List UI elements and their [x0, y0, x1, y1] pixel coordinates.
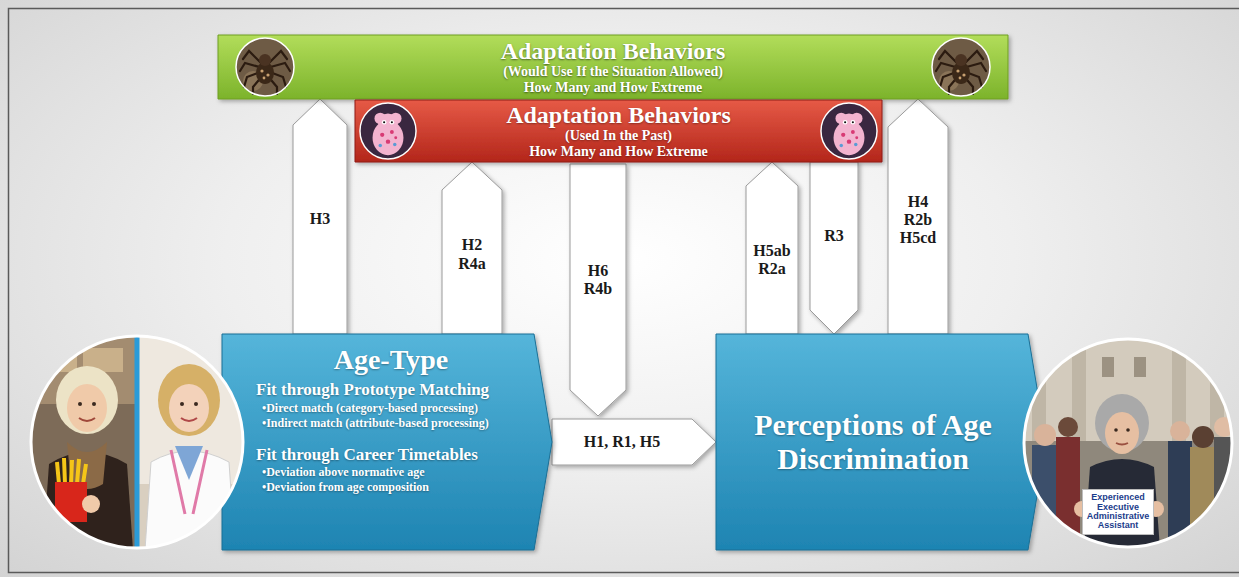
band-title: Adaptation Behaviors: [308, 39, 918, 64]
past-adaptation-band: Adaptation Behaviors(Used In the Past)Ho…: [355, 100, 882, 162]
subheading: Fit through Prototype Matching: [256, 380, 526, 400]
bullet-item: •Indirect match (attribute-based process…: [256, 416, 526, 431]
band-subtitle: (Would Use If the Situation Allowed): [308, 64, 918, 79]
block-arrow: [552, 419, 716, 465]
bullet-item: •Direct match (category-based processing…: [256, 401, 526, 416]
block-arrow: [810, 162, 858, 334]
block-arrow: [746, 162, 798, 334]
subheading: Fit through Career Timetables: [256, 445, 526, 465]
frame-border: [9, 9, 1239, 573]
bullet-item: •Deviation above normative age: [256, 465, 526, 480]
band-subtitle: How Many and How Extreme: [308, 80, 918, 95]
hypothesis-label: H1, R1, H5: [584, 433, 660, 451]
spider-photo: [236, 38, 294, 96]
age-type-box-content: Age-TypeFit through Prototype Matching•D…: [222, 334, 552, 550]
line-spacer: [978, 442, 1008, 472]
band-title: Adaptation Behaviors: [425, 103, 812, 128]
future-adaptation-band-shape: [218, 35, 1008, 99]
box-title: Perceptions of Age Discrimination: [738, 408, 1008, 477]
past-adaptation-band-content: Adaptation Behaviors(Used In the Past)Ho…: [355, 100, 882, 162]
hypothesis-label: H5ab R2a: [753, 242, 790, 279]
box-title: Age-Type: [256, 344, 526, 376]
band-subtitle: How Many and How Extreme: [425, 144, 812, 159]
hypothesis-label: H6 R4b: [584, 262, 612, 299]
bullet-item: •Deviation from age composition: [256, 480, 526, 495]
moderation-arrow: [570, 164, 626, 416]
block-arrow: [293, 99, 347, 334]
hypothesis-label: H2 R4a: [458, 236, 486, 273]
future-adaptation-band: Adaptation Behaviors(Would Use If the Si…: [218, 35, 1008, 99]
workers-photo: [29, 334, 245, 550]
future-adaptation-band-content: Adaptation Behaviors(Would Use If the Si…: [218, 35, 1008, 99]
line-spacer: [738, 442, 768, 472]
past-adaptation-band-shape: [355, 100, 882, 162]
perceptions-box-content: Perceptions of Age Discrimination: [716, 334, 1046, 550]
protest-sign-text: Experienced Executive Administrative Ass…: [1082, 489, 1155, 535]
protester-photo: [1022, 337, 1236, 549]
block-arrow: [442, 162, 502, 334]
block-arrow: [888, 99, 948, 334]
hypothesis-label: R3: [824, 227, 844, 245]
creature-photo: [360, 103, 416, 159]
creature-photo: [821, 103, 877, 159]
hypothesis-label: H4 R2b H5cd: [900, 193, 936, 248]
band-subtitle: (Used In the Past): [425, 128, 812, 143]
perceptions-box: Perceptions of Age Discrimination: [716, 334, 1046, 550]
hypothesis-label: H3: [310, 210, 330, 228]
age-type-box: Age-TypeFit through Prototype Matching•D…: [222, 334, 552, 550]
spider-photo: [932, 38, 990, 96]
perceptions-box-shape: [716, 334, 1046, 550]
age-type-box-shape: [222, 334, 552, 550]
